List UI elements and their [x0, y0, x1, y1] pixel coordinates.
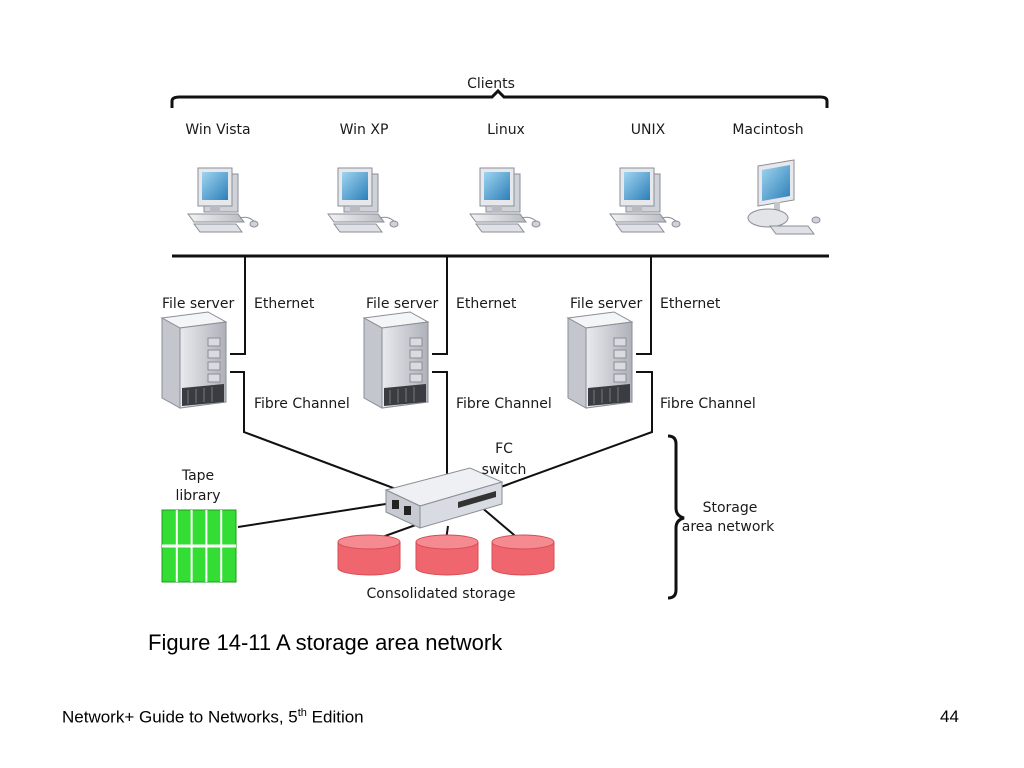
tape-link: [237, 502, 393, 528]
tape-library-icon: [161, 509, 237, 583]
footer-title-prefix: Network+ Guide to Networks, 5: [62, 707, 298, 727]
switch-label-2: switch: [482, 462, 527, 478]
file-server-2-icon: [363, 311, 429, 409]
storage-disk-2-icon: [415, 534, 479, 576]
storage-disk-3-icon: [491, 534, 555, 576]
fibre-link-3: [497, 371, 653, 489]
client-label-win-vista: Win Vista: [185, 122, 250, 138]
win-xp-computer-icon: [327, 167, 399, 233]
storage-disk-1-icon: [337, 534, 401, 576]
san-diagram: Clients Win Vista Win XP Linux UNIX Maci…: [161, 76, 829, 602]
macintosh-computer-icon: [747, 159, 821, 235]
fibre-channel-label-1: Fibre Channel: [254, 396, 350, 412]
ethernet-link-2: [432, 256, 448, 355]
ethernet-link-1: [230, 256, 246, 355]
storage-link-3: [479, 505, 521, 541]
ethernet-label-1: Ethernet: [254, 296, 315, 312]
san-bracket: [667, 434, 685, 600]
clients-bracket: [170, 88, 829, 108]
client-label-linux: Linux: [487, 122, 525, 138]
client-label-macintosh: Macintosh: [732, 122, 803, 138]
storage-label: Consolidated storage: [367, 586, 516, 602]
fibre-channel-label-2: Fibre Channel: [456, 396, 552, 412]
linux-computer-icon: [469, 167, 541, 233]
client-label-win-xp: Win XP: [340, 122, 389, 138]
page-number: 44: [940, 707, 959, 726]
client-label-unix: UNIX: [631, 122, 666, 138]
server-label-1: File server: [162, 296, 234, 312]
file-server-3-icon: [567, 311, 633, 409]
server-label-2: File server: [366, 296, 438, 312]
fibre-link-1: [230, 371, 405, 493]
ethernet-label-3: Ethernet: [660, 296, 721, 312]
figure-caption: Figure 14-11 A storage area network: [148, 630, 503, 655]
fc-switch-icon: [384, 467, 504, 529]
clients-label: Clients: [467, 76, 515, 92]
footer-title-suffix: Edition: [306, 707, 364, 727]
fibre-link-2: [432, 371, 448, 474]
file-server-1-icon: [161, 311, 227, 409]
san-label-1: Storage: [703, 500, 758, 516]
ethernet-link-3: [636, 256, 652, 355]
footer-title-sup: th: [297, 707, 307, 719]
unix-computer-icon: [609, 167, 681, 233]
san-label-2: area network: [682, 519, 775, 535]
ethernet-label-2: Ethernet: [456, 296, 517, 312]
tape-label-2: library: [175, 488, 220, 504]
switch-label-1: FC: [495, 441, 513, 457]
fibre-channel-label-3: Fibre Channel: [660, 396, 756, 412]
win-vista-computer-icon: [187, 167, 259, 233]
footer-title: Network+ Guide to Networks, 5th Edition: [62, 707, 364, 728]
server-label-3: File server: [570, 296, 642, 312]
tape-label-1: Tape: [181, 468, 214, 484]
